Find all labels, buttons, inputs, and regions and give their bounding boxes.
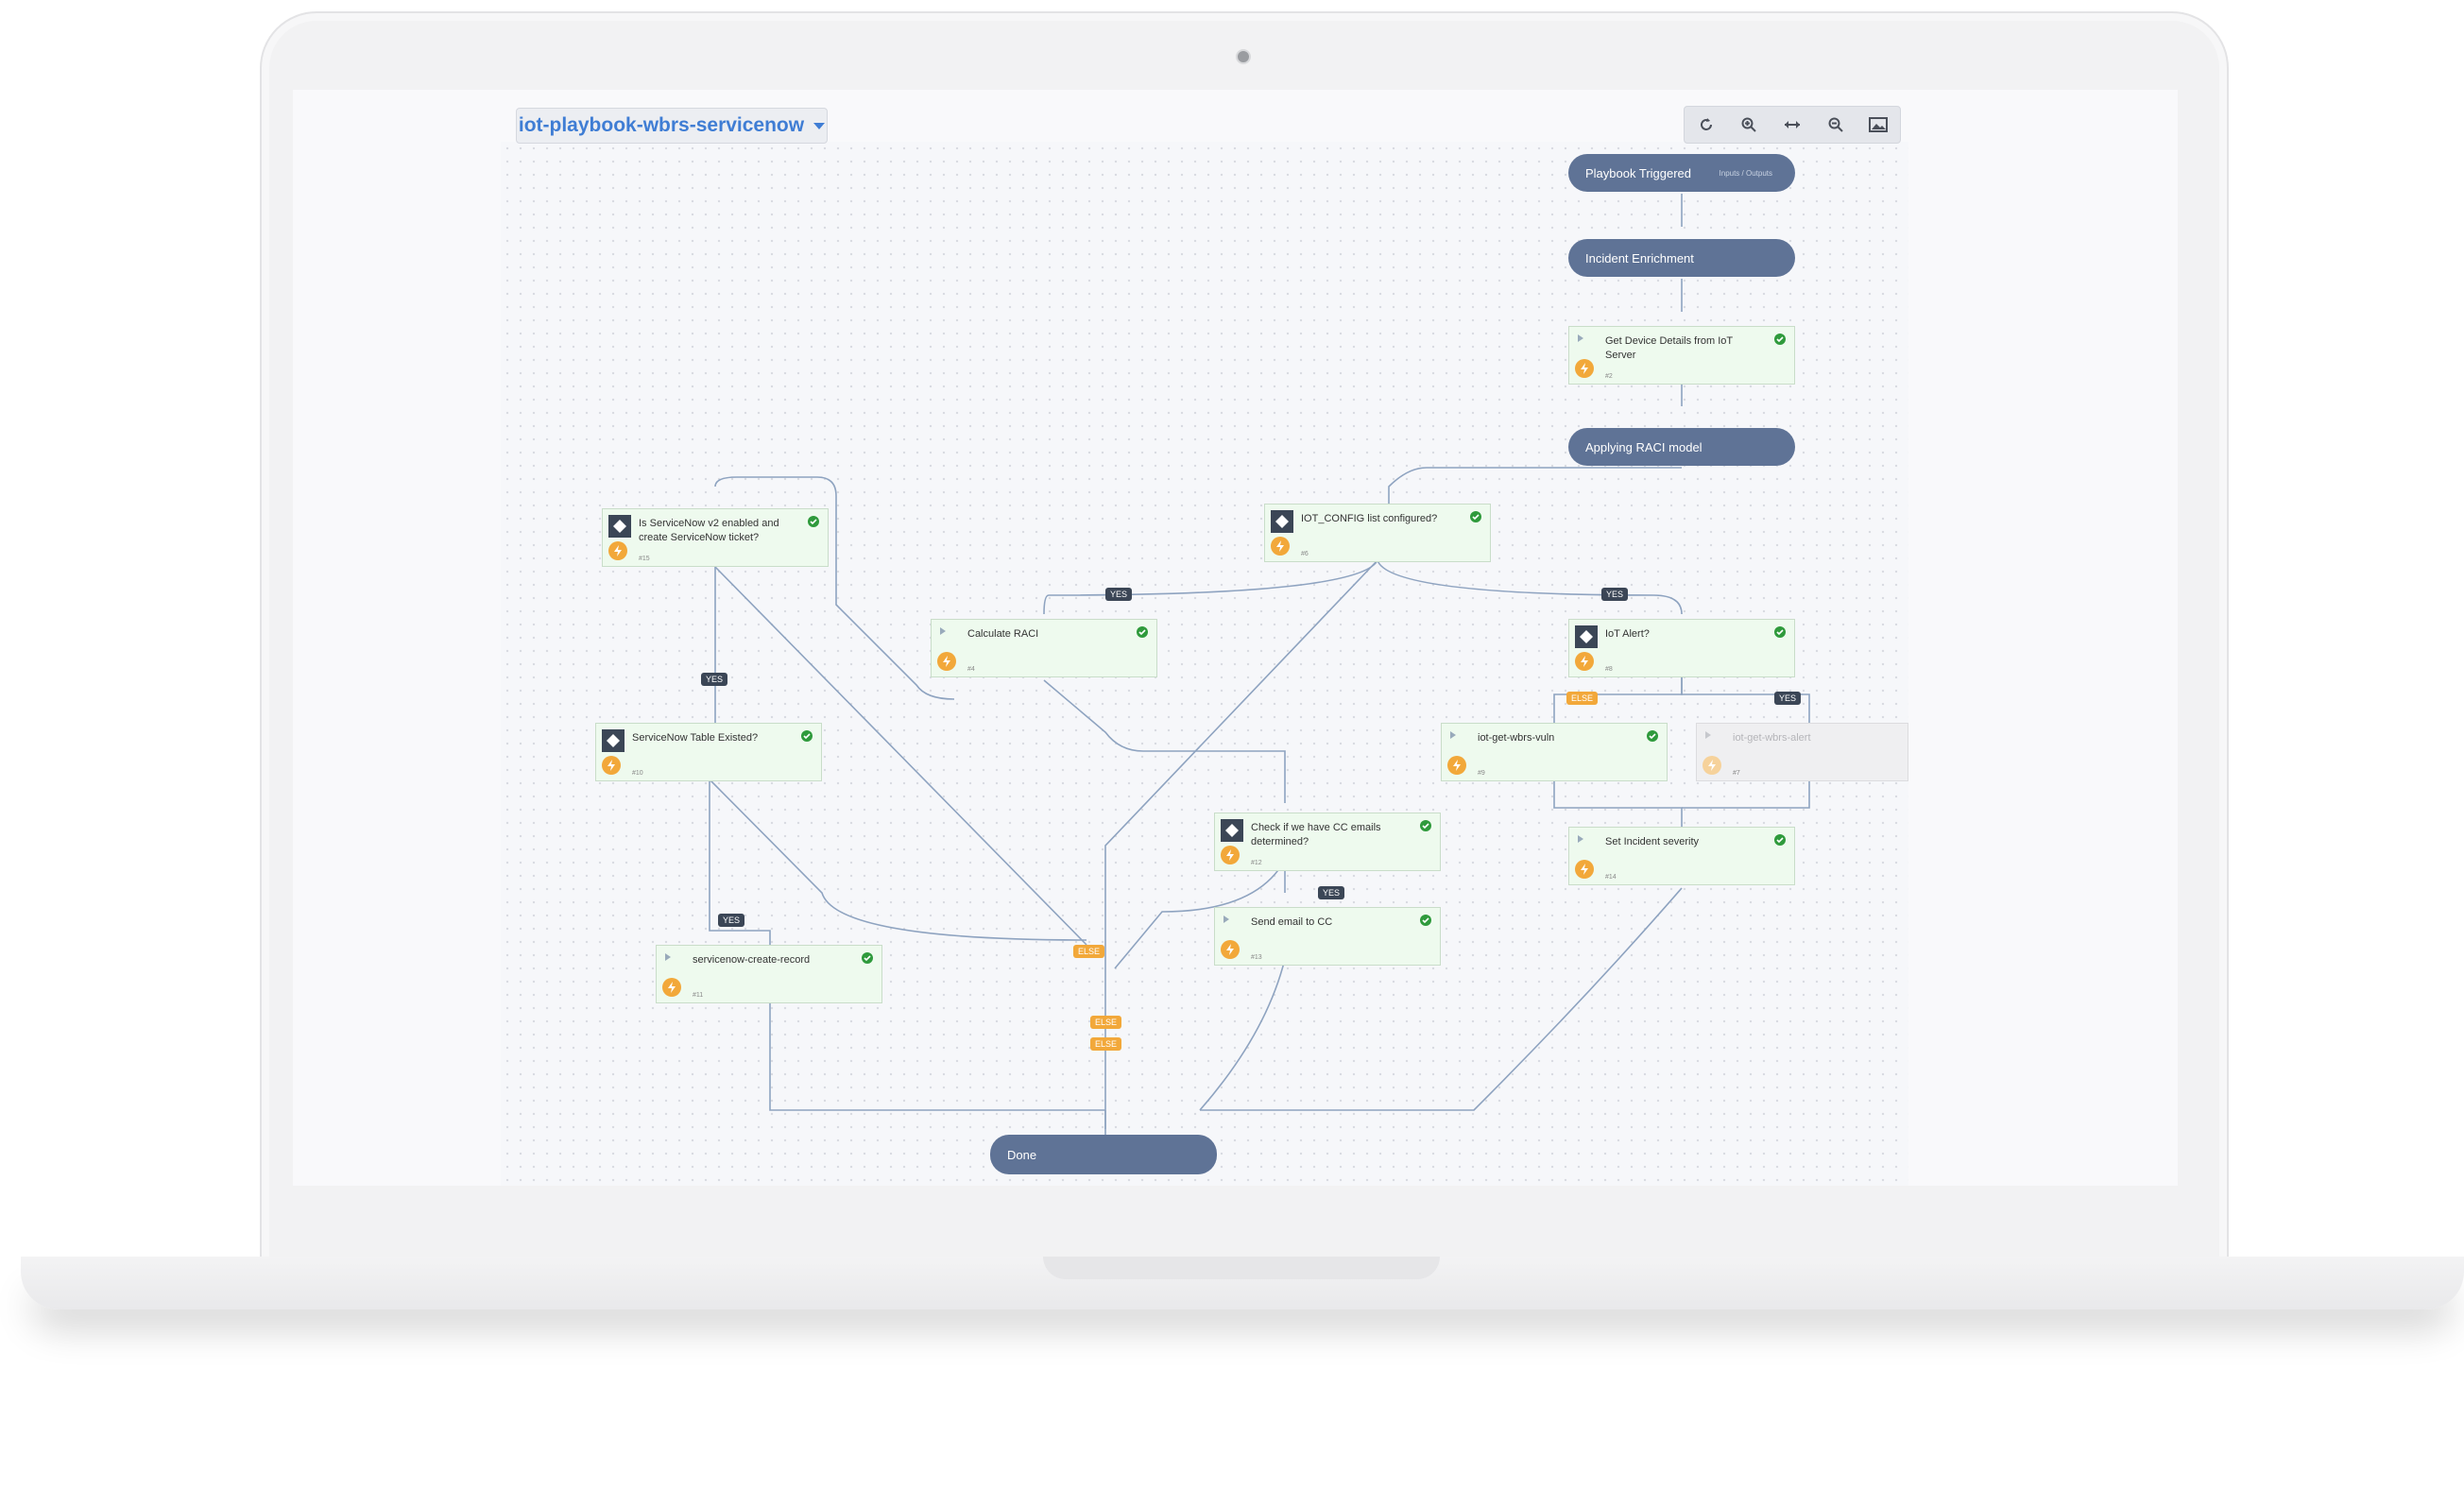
yes-label: YES <box>701 673 728 686</box>
bolt-icon <box>1447 756 1466 775</box>
task-servicenow-create-record[interactable]: servicenow-create-record #11 <box>656 945 882 1003</box>
else-label: ELSE <box>1566 692 1599 705</box>
check-icon <box>801 730 813 742</box>
task-iot-alert[interactable]: IoT Alert? #8 <box>1568 619 1795 677</box>
bolt-icon <box>602 756 621 775</box>
task-iot-get-wbrs-alert[interactable]: iot-get-wbrs-alert #7 <box>1696 723 1908 781</box>
else-label: ELSE <box>1073 945 1105 958</box>
playbook-selector[interactable]: iot-playbook-wbrs-servicenow <box>516 108 828 144</box>
zoom-in-icon[interactable] <box>1728 107 1771 143</box>
check-icon <box>862 952 873 964</box>
bolt-icon <box>608 541 627 560</box>
task-iot-get-wbrs-vuln[interactable]: iot-get-wbrs-vuln #9 <box>1441 723 1668 781</box>
task-set-incident-severity[interactable]: Set Incident severity #14 <box>1568 827 1795 885</box>
bolt-icon <box>1221 940 1240 959</box>
yes-label: YES <box>1774 692 1802 705</box>
fit-width-icon[interactable] <box>1771 107 1814 143</box>
bolt-icon <box>937 652 956 671</box>
else-label: ELSE <box>1090 1037 1122 1051</box>
task-send-email-cc[interactable]: Send email to CC #13 <box>1214 907 1441 966</box>
yes-label: YES <box>1601 588 1629 601</box>
check-icon <box>1420 915 1431 926</box>
yes-label: YES <box>718 914 745 927</box>
screen: iot-playbook-wbrs-servicenow <box>293 90 2178 1186</box>
bolt-icon <box>1271 537 1290 556</box>
image-icon[interactable] <box>1857 107 1900 143</box>
camera-icon <box>1236 49 1251 64</box>
laptop-notch <box>1043 1257 1440 1279</box>
applying-raci-model[interactable]: Applying RACI model <box>1568 428 1795 466</box>
check-icon <box>1137 626 1148 638</box>
incident-enrichment[interactable]: Incident Enrichment <box>1568 239 1795 277</box>
check-icon <box>1420 820 1431 831</box>
bolt-icon <box>1575 860 1594 879</box>
bolt-icon <box>662 978 681 997</box>
task-servicenow-v2-enabled[interactable]: Is ServiceNow v2 enabled and create Serv… <box>602 508 829 567</box>
check-icon <box>1774 626 1786 638</box>
refresh-icon[interactable] <box>1685 107 1728 143</box>
yes-label: YES <box>1105 588 1133 601</box>
playbook-triggered[interactable]: Playbook Triggered Inputs / Outputs <box>1568 154 1795 192</box>
check-icon <box>1470 511 1481 522</box>
bolt-icon <box>1221 846 1240 864</box>
bolt-icon <box>1575 359 1594 378</box>
inputs-outputs-link[interactable]: Inputs / Outputs <box>1719 168 1772 178</box>
check-icon <box>1774 334 1786 345</box>
canvas-toolbar <box>1684 106 1901 144</box>
check-icon <box>1774 834 1786 846</box>
done[interactable]: Done <box>990 1135 1217 1174</box>
else-label: ELSE <box>1090 1016 1122 1029</box>
check-icon <box>808 516 819 527</box>
connector-lines <box>709 194 1810 1138</box>
zoom-out-icon[interactable] <box>1814 107 1857 143</box>
task-get-device-details[interactable]: Get Device Details from IoT Server #2 <box>1568 326 1795 385</box>
yes-label: YES <box>1318 886 1345 899</box>
task-iot-config-list[interactable]: IOT_CONFIG list configured? #6 <box>1264 504 1491 562</box>
task-calculate-raci[interactable]: Calculate RACI #4 <box>931 619 1157 677</box>
bolt-icon <box>1703 756 1721 775</box>
chevron-down-icon <box>813 122 826 129</box>
playbook-title: iot-playbook-wbrs-servicenow <box>518 114 805 136</box>
task-servicenow-table-existed[interactable]: ServiceNow Table Existed? #10 <box>595 723 822 781</box>
bolt-icon <box>1575 652 1594 671</box>
check-icon <box>1647 730 1658 742</box>
task-check-cc-emails[interactable]: Check if we have CC emails determined? #… <box>1214 813 1441 871</box>
